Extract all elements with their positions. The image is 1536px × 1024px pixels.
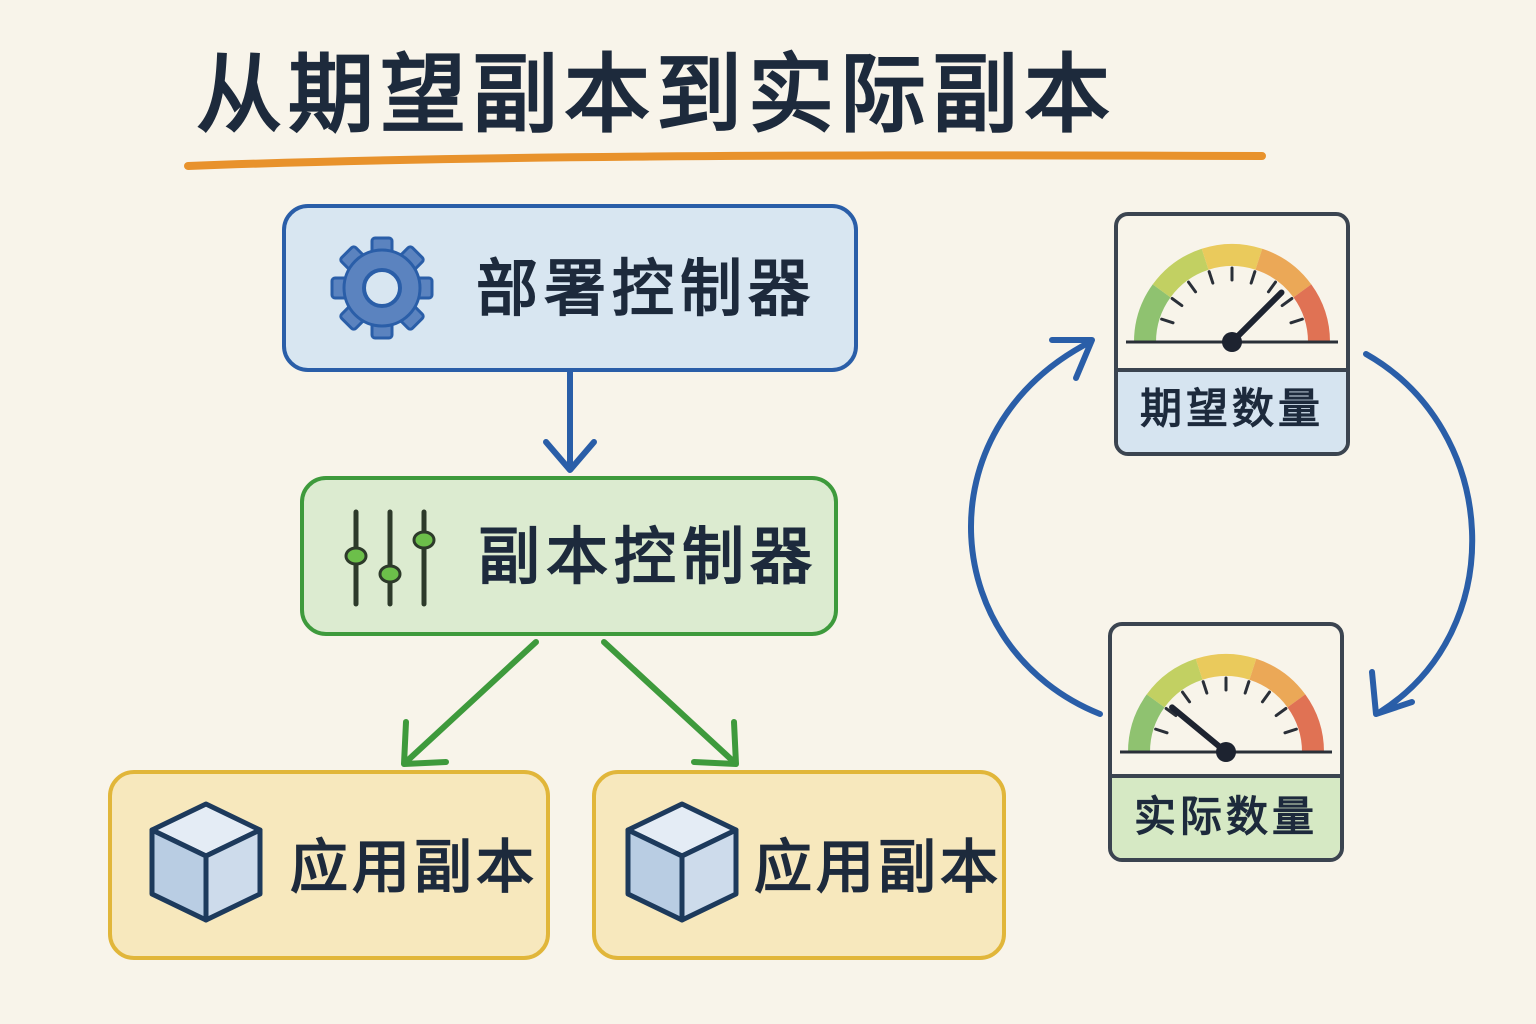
gauge-tick — [1283, 727, 1298, 735]
gauge-tick — [1266, 280, 1277, 294]
desired-count-band — [1118, 368, 1346, 452]
gauge-tick — [1243, 680, 1251, 695]
app-replica-node-1 — [108, 770, 550, 960]
gauge-arc-segment — [1249, 658, 1306, 708]
gauge-tick — [1201, 680, 1209, 695]
gear-icon — [330, 236, 434, 340]
gauge-needle — [1169, 704, 1229, 755]
gauge-tick — [1170, 297, 1184, 308]
gauge-arc-segment — [1195, 654, 1257, 680]
actual-count-label: 实际数量 — [1133, 792, 1318, 841]
gauge-tick — [1181, 690, 1192, 704]
gauge-arc-segment — [1152, 248, 1209, 298]
gauge-tick — [1289, 317, 1304, 325]
gauge-arc-segment — [1128, 694, 1165, 752]
gauge-tick — [1280, 297, 1294, 308]
app-replica-label-2: 应用副本 — [754, 833, 1003, 901]
gauge-tick — [1187, 280, 1198, 294]
gauge-tick — [1164, 707, 1178, 718]
gauge-tick — [1154, 727, 1169, 735]
gauge-tick — [1207, 270, 1215, 285]
desired-count-label: 期望数量 — [1139, 384, 1324, 433]
gauge-tick — [1249, 270, 1257, 285]
page-title: 从期望副本到实际副本 — [196, 45, 1116, 145]
desired-count-card: 期望数量 — [1114, 212, 1350, 456]
sliders-icon — [344, 509, 436, 607]
app-replica-label-1: 应用副本 — [290, 833, 539, 901]
deployment-controller-label: 部署控制器 — [476, 252, 817, 325]
gauge-arc-segment — [1255, 248, 1312, 298]
gauge-needle-hub — [1222, 332, 1242, 352]
cube-icon — [625, 801, 739, 923]
actual-count-band — [1112, 774, 1340, 858]
replica-controller-label: 副本控制器 — [478, 520, 819, 593]
arrow-deploy-to-replica — [543, 369, 597, 473]
gauge-needle-hub — [1216, 742, 1236, 762]
actual-count-card: 实际数量 — [1108, 622, 1344, 862]
gauge-needle — [1229, 289, 1285, 345]
gauge-arc-segment — [1134, 284, 1171, 342]
gauge-arc-segment — [1146, 658, 1203, 708]
gauge-icon — [1126, 244, 1338, 352]
deployment-controller-node — [282, 204, 858, 372]
gauge-arc-segment — [1287, 694, 1324, 752]
cube-icon — [149, 801, 263, 923]
gauge-tick — [1160, 317, 1175, 325]
gauge-icon — [1120, 654, 1332, 762]
gauge-arc-segment — [1293, 284, 1330, 342]
gauge-arc-segment — [1201, 244, 1263, 270]
gauge-tick — [1274, 707, 1288, 718]
gauge-tick — [1260, 690, 1271, 704]
